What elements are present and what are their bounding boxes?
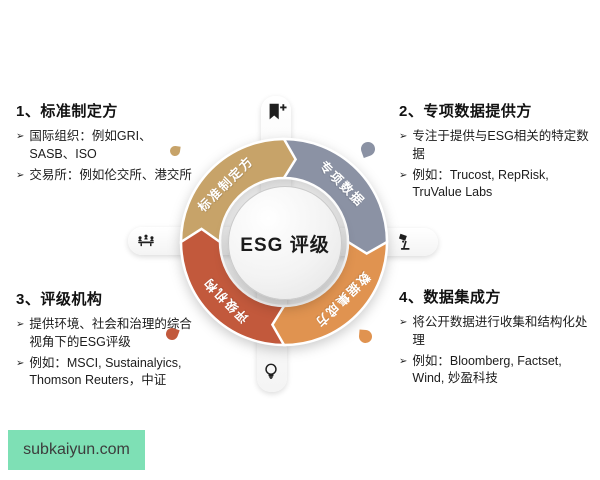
arrow-bullet-icon: ➢ [16, 357, 25, 369]
arrow-bullet-icon: ➢ [16, 169, 25, 181]
arrow-bullet-icon: ➢ [16, 319, 25, 330]
bullet-list: ➢ 国际组织：例如GRI、SASB、ISO ➢ 交易所：例如伦交所、港交所 [16, 128, 192, 184]
block-title: 2、专项数据提供方 [399, 103, 532, 120]
arrow-bullet-icon: ➢ [16, 131, 25, 142]
block-standard-setters: 1、标准制定方 ➢ 国际组织：例如GRI、SASB、ISO ➢ 交易所：例如伦交… [16, 100, 192, 187]
bullet-item: ➢ 将公开数据进行收集和结构化处理 [399, 314, 595, 350]
desk-lamp-icon [398, 233, 410, 250]
bullet-text: 将公开数据进行收集和结构化处理 [412, 315, 588, 347]
bullet-item: ➢ 交易所：例如伦交所、港交所 [16, 167, 192, 185]
arrow-bullet-icon: ➢ [399, 317, 408, 328]
watermark-badge: subkaiyun.com [8, 430, 145, 470]
block-title: 3、评级机构 [16, 291, 103, 308]
bullet-text: 例如：Trucost, RepRisk, TruValue Labs [412, 167, 549, 200]
block-rating-agencies: 3、评级机构 ➢ 提供环境、社会和治理的综合视角下的ESG评级 ➢ 例如：MSC… [16, 288, 202, 393]
bullet-item: ➢ 例如：MSCI, Sustainalyics, Thomson Reuter… [16, 355, 202, 391]
bullet-text: 例如：Bloomberg, Factset, Wind, 妙盈科技 [412, 353, 562, 386]
bullet-item: ➢ 国际组织：例如GRI、SASB、ISO [16, 128, 192, 164]
bullet-text: 专注于提供与ESG相关的特定数据 [412, 129, 589, 161]
ring-segment-rating-agencies [179, 227, 287, 347]
bullet-text: 提供环境、社会和治理的综合视角下的ESG评级 [29, 317, 192, 349]
bullet-text: 国际组织：例如GRI、SASB、ISO [29, 129, 152, 161]
bullet-item: ➢ 例如：Trucost, RepRisk, TruValue Labs [399, 167, 595, 203]
arrow-bullet-icon: ➢ [399, 131, 408, 142]
bullet-list: ➢ 提供环境、社会和治理的综合视角下的ESG评级 ➢ 例如：MSCI, Sust… [16, 316, 202, 390]
block-title: 4、数据集成方 [399, 289, 501, 306]
center-label: ESG 评级 [240, 234, 330, 256]
block-title: 1、标准制定方 [16, 103, 118, 120]
bullet-item: ➢ 提供环境、社会和治理的综合视角下的ESG评级 [16, 316, 202, 352]
block-data-providers: 2、专项数据提供方 ➢ 专注于提供与ESG相关的特定数据 ➢ 例如：Trucos… [399, 100, 595, 205]
esg-cycle-ring [179, 137, 389, 347]
bullet-text: 交易所：例如伦交所、港交所 [29, 167, 192, 182]
arrow-bullet-icon: ➢ [399, 355, 408, 367]
bullet-list: ➢ 将公开数据进行收集和结构化处理 ➢ 例如：Bloomberg, Factse… [399, 314, 595, 388]
bullet-item: ➢ 专注于提供与ESG相关的特定数据 [399, 128, 595, 164]
center-circle: ESG 评级 [228, 186, 342, 300]
lightbulb-icon [265, 363, 277, 379]
bullet-list: ➢ 专注于提供与ESG相关的特定数据 ➢ 例如：Trucost, RepRisk… [399, 128, 595, 202]
bullet-text: 例如：MSCI, Sustainalyics, Thomson Reuters，… [29, 355, 182, 388]
watermark-text: subkaiyun.com [23, 441, 130, 458]
meeting-icon [138, 234, 154, 247]
arrow-bullet-icon: ➢ [399, 169, 408, 181]
bullet-item: ➢ 例如：Bloomberg, Factset, Wind, 妙盈科技 [399, 353, 595, 389]
block-data-integrators: 4、数据集成方 ➢ 将公开数据进行收集和结构化处理 ➢ 例如：Bloomberg… [399, 286, 595, 391]
bookmark-add-icon [269, 103, 287, 120]
